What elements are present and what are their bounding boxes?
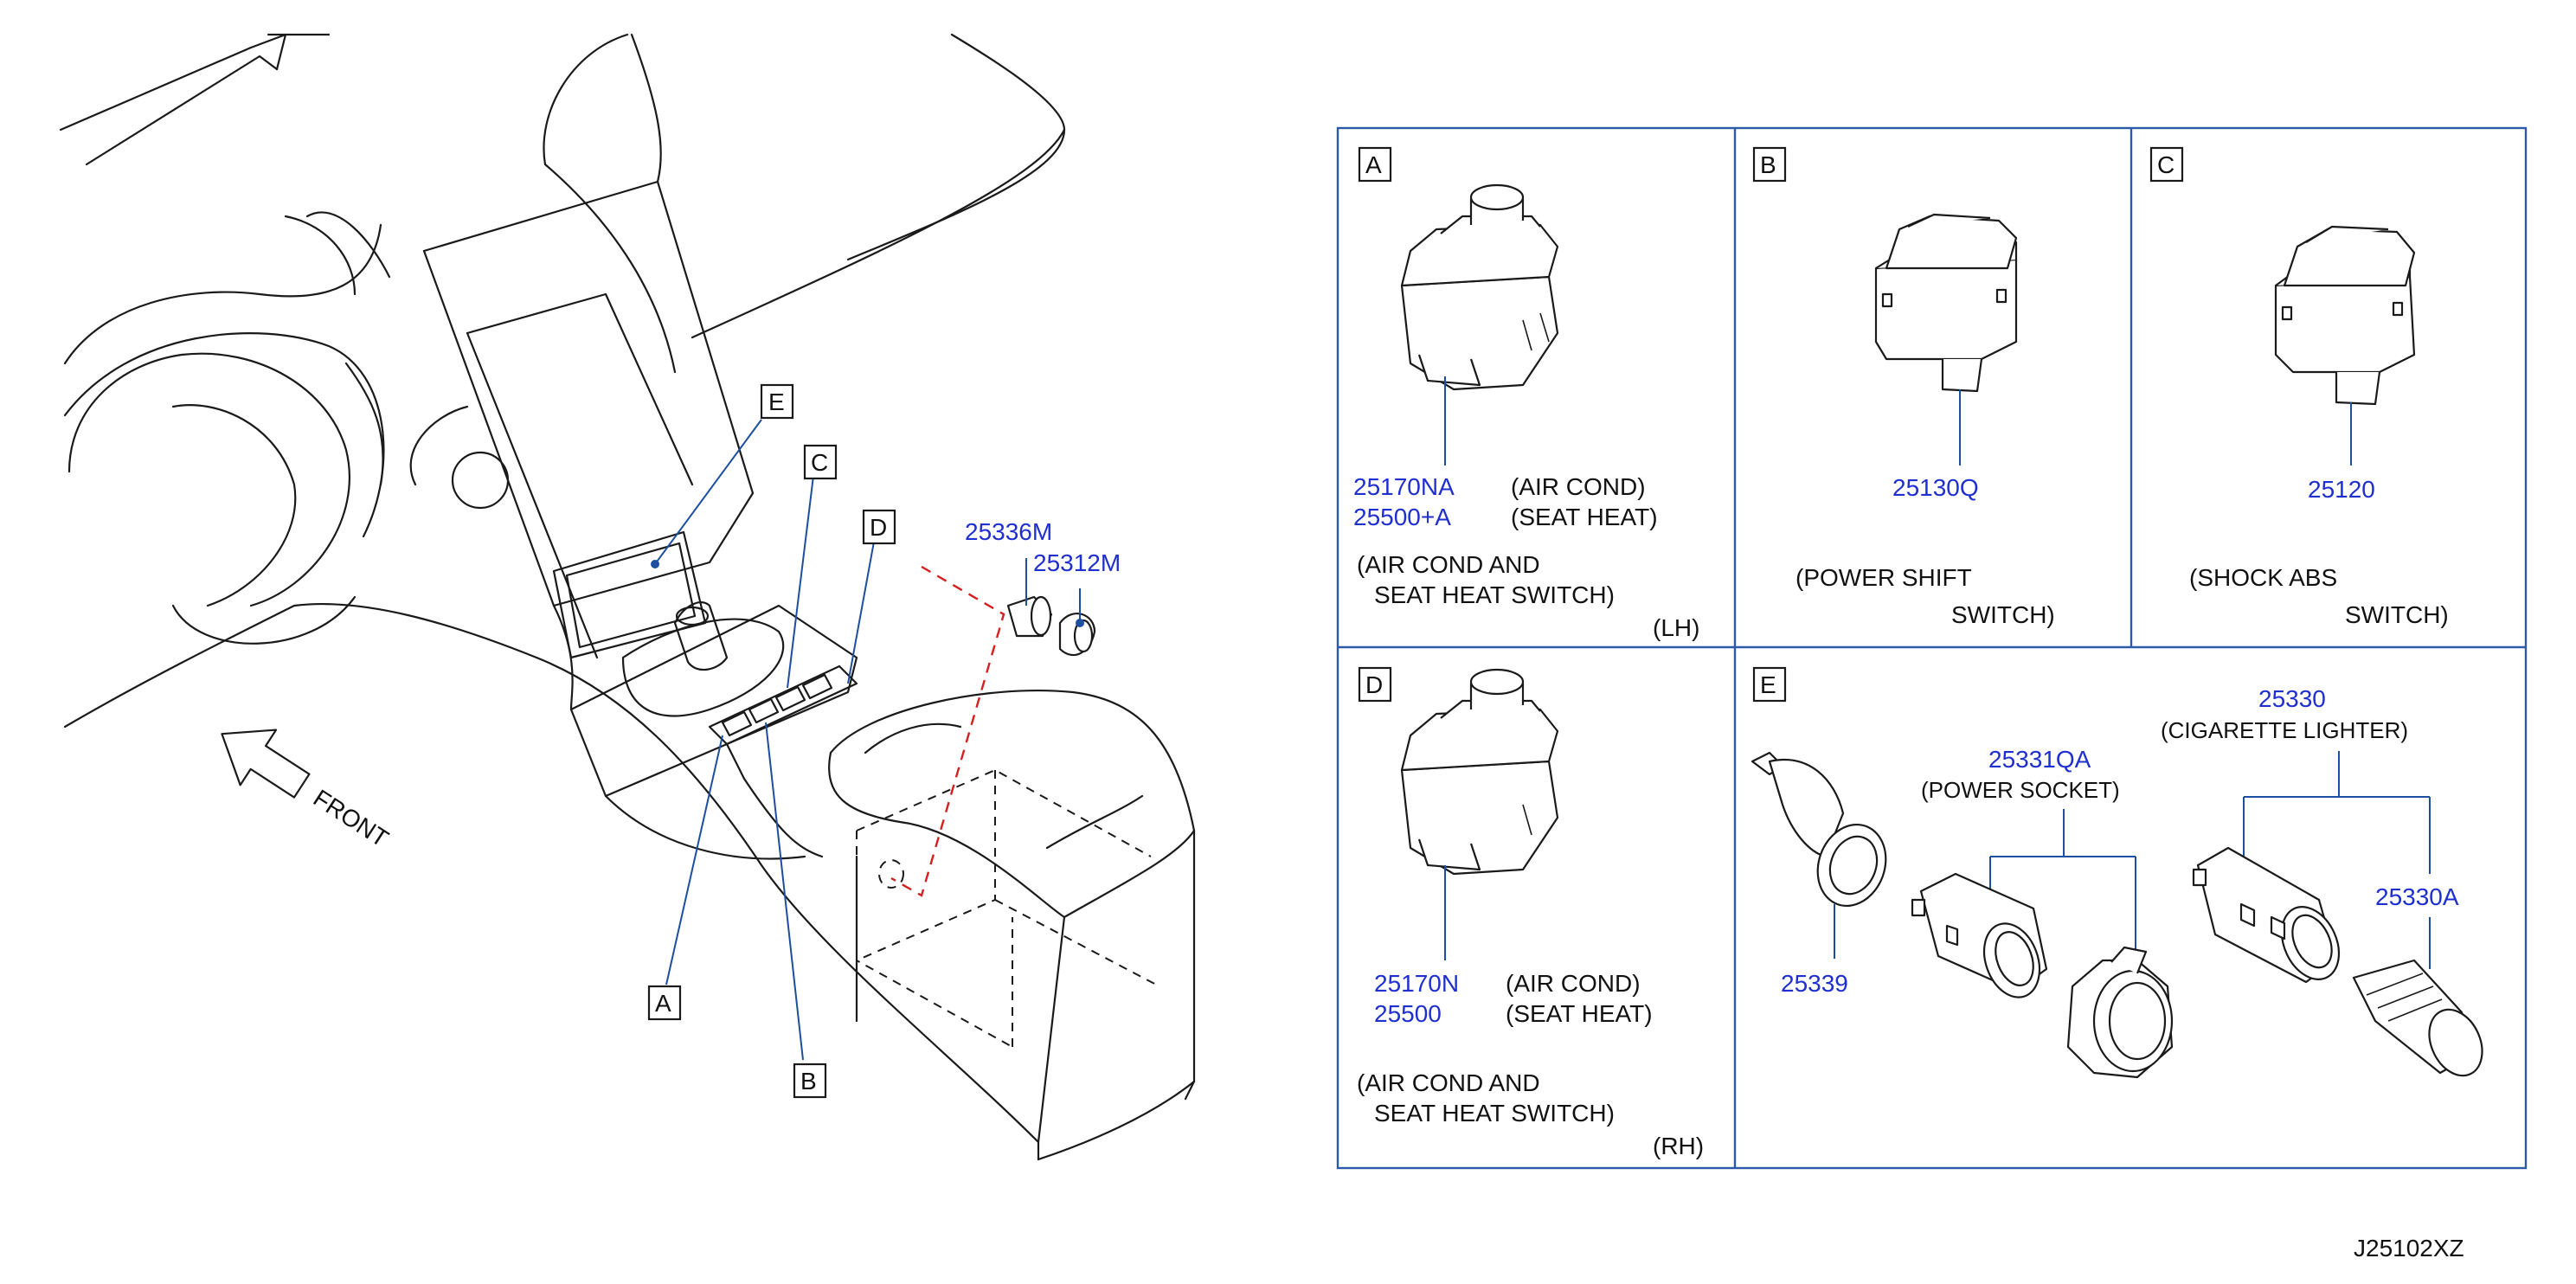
lighter-plug-icon [2352,959,2483,1077]
part-25330a: 25330A [2375,883,2459,910]
panel-a-line2: SEAT HEAT SWITCH) [1374,581,1615,608]
panel-d-desc-seat-heat: (SEAT HEAT) [1506,1000,1653,1027]
svg-text:D: D [870,514,887,541]
part-25339: 25339 [1781,970,1848,997]
part-25500a: 25500+A [1353,504,1451,530]
panel-b-callout: B [1760,151,1776,178]
part-25170n: 25170N [1374,970,1459,997]
seat-heat-switch-lh-icon [1400,183,1559,391]
panel-b: B 25130Q (POWER SHIFT SWITCH) [1752,146,2055,628]
part-25170na: 25170NA [1353,473,1455,500]
svg-text:E: E [768,388,785,415]
panel-e: E 25339 25331QA (POWER SOCKET) 25 [1751,666,2483,1079]
svg-text:C: C [811,449,828,476]
part-25331qa: 25331QA [1988,746,2091,773]
shock-abs-switch-icon [2274,225,2416,406]
panel-d-side: (RH) [1653,1133,1704,1159]
panel-c-line2: SWITCH) [2345,601,2449,628]
overview-callout-e: E [760,383,794,420]
front-label: FRONT [309,784,394,852]
svg-text:A: A [655,990,671,1017]
lighter-socket-icon [2192,846,2341,984]
overview-callout-a: A [647,985,682,1021]
panel-a-callout: A [1365,151,1382,178]
part-25500: 25500 [1374,1000,1442,1027]
panel-c-callout: C [2157,151,2175,178]
panel-c: C 25120 (SHOCK ABS SWITCH) [2149,146,2449,628]
panel-d-desc-air-cond: (AIR COND) [1506,970,1641,997]
socket-ring-icon [1751,751,1887,908]
panel-a-line1: (AIR COND AND [1357,551,1540,578]
panel-e-callout: E [1760,671,1776,698]
panel-b-line1: (POWER SHIFT [1795,564,1972,591]
console-overview-drawing: FRONT [59,33,1196,1161]
overview-callout-b: B [793,1063,827,1099]
front-arrow: FRONT [221,729,394,852]
panel-a-side: (LH) [1653,614,1699,641]
panel-b-line2: SWITCH) [1951,601,2055,628]
svg-text:B: B [800,1068,817,1095]
power-shift-switch-icon [1874,213,2018,393]
panel-a-desc-seat-heat: (SEAT HEAT) [1511,504,1658,530]
overview-lighter-parts [1006,595,1096,657]
part-25130q: 25130Q [1892,474,1979,501]
diagram-code: J25102XZ [2354,1235,2464,1262]
power-socket-icon [1911,872,2048,998]
part-25120: 25120 [2308,476,2375,503]
panel-c-line1: (SHOCK ABS [2189,564,2337,591]
cigarette-lighter-desc: (CIGARETTE LIGHTER) [2161,717,2408,743]
seat-heat-switch-rh-icon [1400,668,1559,876]
console-switch-row [708,664,858,746]
overview-part-25336m: 25336M [965,518,1052,545]
panel-a-desc-air-cond: (AIR COND) [1511,473,1646,500]
panel-d: D 25170N 25500 (AIR COND) (SEAT HEAT) (A… [1357,666,1704,1159]
socket-housing-icon [2066,946,2174,1079]
power-socket-desc: (POWER SOCKET) [1921,777,2120,803]
panel-d-callout: D [1365,671,1383,698]
panel-d-line2: SEAT HEAT SWITCH) [1374,1100,1615,1127]
panel-d-line1: (AIR COND AND [1357,1069,1540,1096]
overview-callout-c: C [803,444,838,480]
part-25330: 25330 [2258,685,2326,712]
parts-table-frame [1336,126,2528,1170]
panel-a: A 25170NA 25500+A (AIR COND) (SEAT HEAT)… [1353,146,1699,641]
overview-part-25312m: 25312M [1033,549,1121,576]
overview-callout-d: D [862,509,896,545]
